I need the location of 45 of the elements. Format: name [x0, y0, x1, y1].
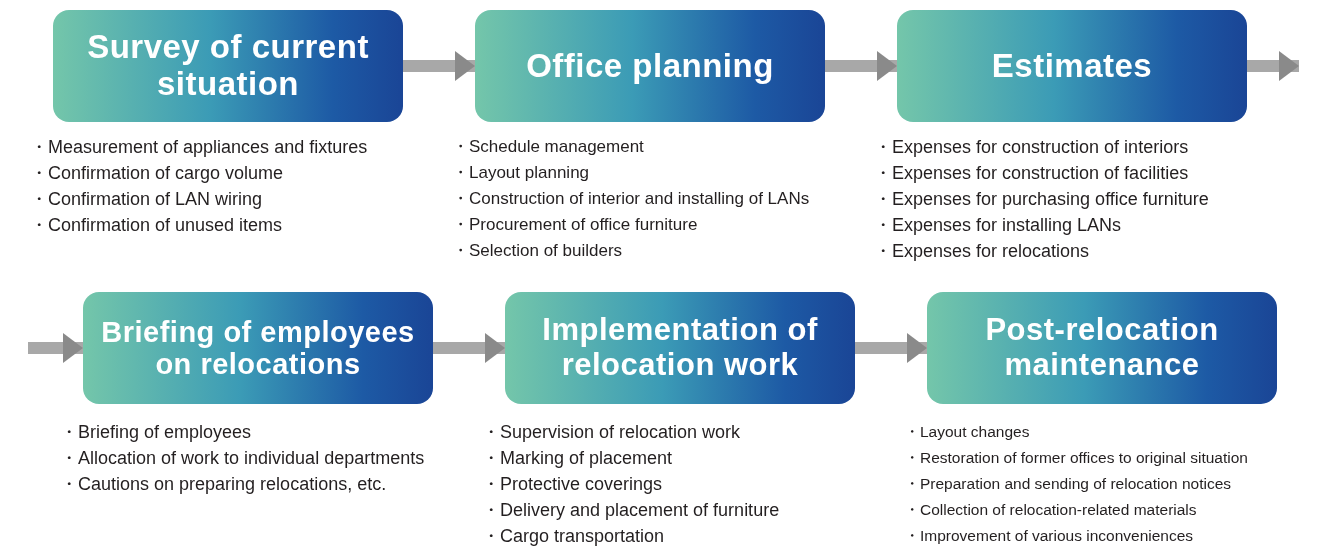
task-item: ・Confirmation of unused items — [30, 214, 284, 237]
step-heading: Office planning — [526, 47, 774, 85]
task-item: ・Allocation of work to individual departments — [60, 447, 425, 470]
task-item: ・Measurement of appliances and fixtures — [30, 136, 368, 159]
step-box — [83, 292, 433, 404]
task-item: ・Delivery and placement of furniture — [482, 499, 780, 522]
step-box — [927, 292, 1277, 404]
task-item: ・Selection of builders — [452, 240, 624, 262]
arrow — [855, 333, 927, 363]
task-item: ・Preparation and sending of relocation notices — [904, 474, 1233, 494]
task-item: ・Expenses for construction of interiors — [874, 136, 1190, 159]
step-heading: Post-relocation maintenance — [984, 313, 1220, 383]
task-item: ・Confirmation of cargo volume — [30, 162, 285, 185]
task-item: ・Cargo transportation — [482, 525, 666, 548]
step-box — [897, 10, 1247, 122]
task-item: ・Expenses for installing LANs — [874, 214, 1123, 237]
step-heading: Briefing of employees on relocations — [100, 315, 416, 381]
task-item: ・Collection of relocation-related materials — [904, 500, 1198, 520]
task-item: ・Briefing of employees — [60, 421, 253, 444]
task-item: ・Confirmation of LAN wiring — [30, 188, 264, 211]
arrow — [403, 51, 475, 81]
step-box — [505, 292, 855, 404]
task-item: ・Expenses for purchasing office furniture — [874, 188, 1209, 211]
task-item: ・Improvement of various inconveniences — [904, 526, 1195, 546]
task-item: ・Expenses for construction of facilities — [874, 162, 1190, 185]
arrow — [825, 51, 897, 81]
task-item: ・Construction of interior and installing of LANs — [452, 188, 810, 210]
task-item: ・Protective coverings — [482, 473, 664, 496]
step-box — [53, 10, 403, 122]
task-item: ・Layout changes — [904, 422, 1031, 442]
task-item: ・Layout planning — [452, 162, 591, 184]
task-item: ・Cautions on preparing relocations, etc. — [60, 473, 388, 496]
step-heading: Survey of current situation — [86, 29, 370, 103]
arrow — [433, 333, 505, 363]
task-item: ・Supervision of relocation work — [482, 421, 742, 444]
arrow — [1247, 51, 1299, 81]
task-item: ・Procurement of office furniture — [452, 214, 699, 236]
step-heading: Implementation of relocation work — [541, 313, 819, 383]
step-box — [475, 10, 825, 122]
step-heading: Estimates — [991, 47, 1153, 85]
task-item: ・Restoration of former offices to original situation — [904, 448, 1248, 468]
task-item: ・Expenses for relocations — [874, 240, 1091, 263]
task-item: ・Marking of placement — [482, 447, 674, 470]
task-item: ・Schedule management — [452, 136, 645, 158]
arrow — [28, 333, 83, 363]
